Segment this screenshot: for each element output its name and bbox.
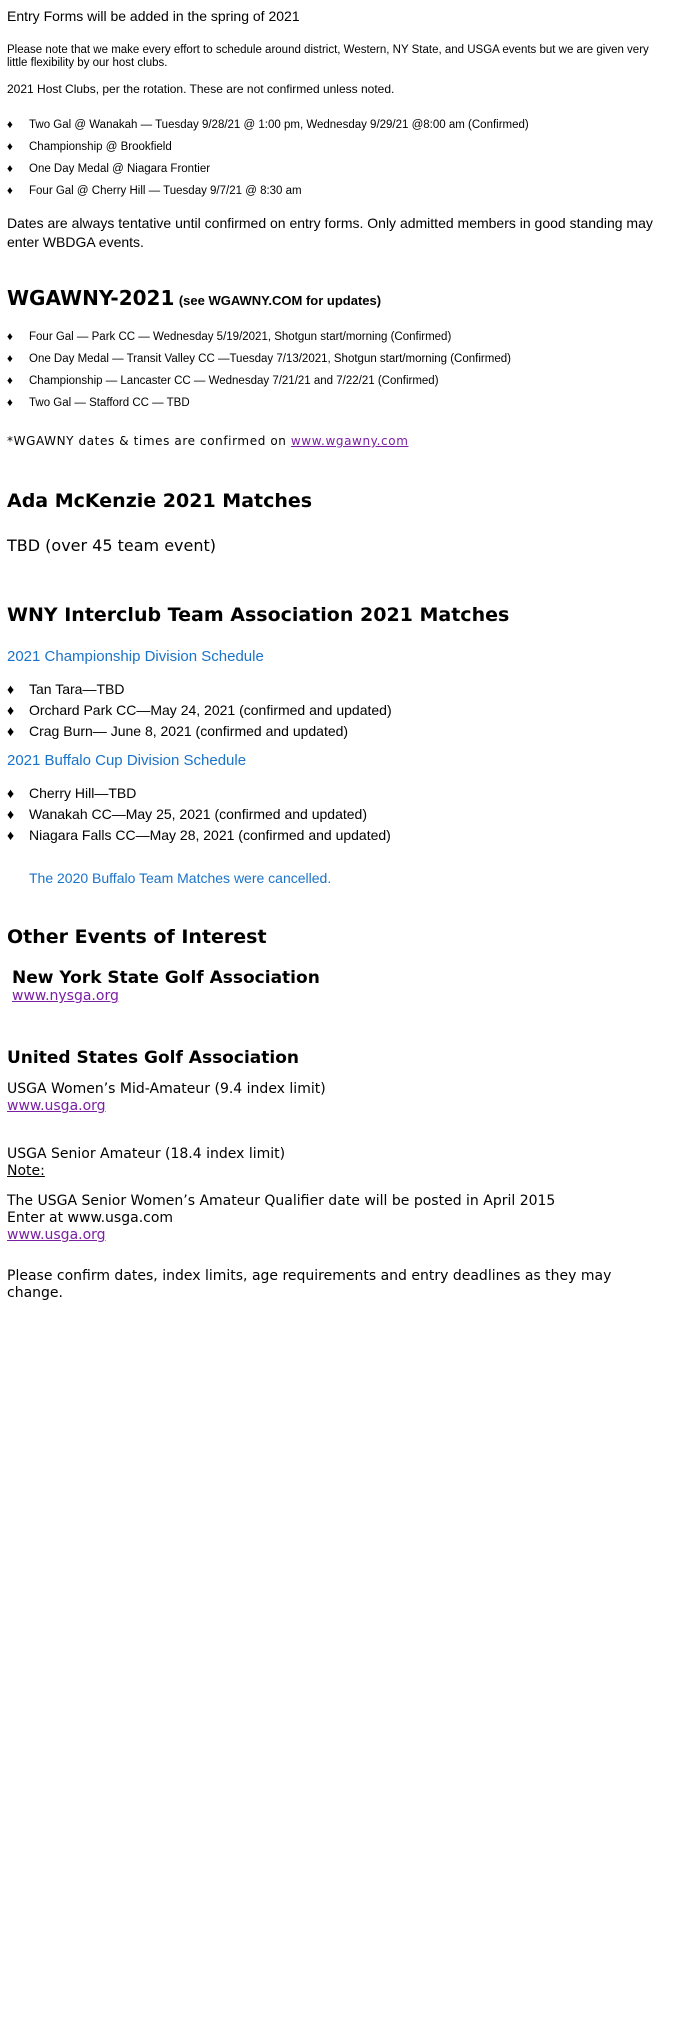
championship-division-title: 2021 Championship Division Schedule (7, 648, 264, 665)
list-item: ♦Four Gal @ Cherry Hill — Tuesday 9/7/21… (7, 180, 667, 202)
other-events-title: Other Events of Interest (7, 926, 267, 948)
list-item: ♦Two Gal — Stafford CC — TBD (7, 392, 667, 414)
interclub-title: WNY Interclub Team Association 2021 Matc… (7, 604, 510, 626)
bullet-icon: ♦ (7, 397, 13, 409)
entry-forms-notice: Entry Forms will be added in the spring … (7, 8, 300, 24)
nysga-title: New York State Golf Association (12, 968, 320, 988)
enter-at-text: Enter at www.usga.com (7, 1210, 174, 1226)
qualifier-text: The USGA Senior Women’s Amateur Qualifie… (7, 1193, 556, 1209)
tentative-dates-note: Dates are always tentative until confirm… (7, 215, 653, 250)
bullet-icon: ♦ (7, 119, 13, 131)
list-item: ♦Tan Tara—TBD (7, 679, 667, 700)
bullet-icon: ♦ (7, 185, 13, 197)
list-item: ♦Orchard Park CC—May 24, 2021 (confirmed… (7, 700, 667, 721)
usga-link-2[interactable]: www.usga.org (7, 1227, 106, 1243)
bullet-icon: ♦ (7, 375, 13, 387)
ada-title: Ada McKenzie 2021 Matches (7, 490, 313, 512)
list-item: ♦Niagara Falls CC—May 28, 2021 (confirme… (7, 825, 667, 846)
usga-link[interactable]: www.usga.org (7, 1098, 106, 1114)
wgawny-subtitle: (see WGAWNY.COM for updates) (178, 293, 382, 308)
wgawny-confirm-note: *WGAWNY dates & times are confirmed on w… (7, 434, 409, 448)
note-label: Note: (7, 1163, 45, 1179)
bullet-icon: ♦ (7, 723, 15, 739)
ada-tbd-text: TBD (over 45 team event) (7, 536, 217, 555)
list-item: ♦Championship — Lancaster CC — Wednesday… (7, 370, 667, 392)
wgawny-heading: WGAWNY-2021 (see WGAWNY.COM for updates) (7, 286, 381, 310)
bullet-icon: ♦ (7, 331, 13, 343)
mid-amateur-text: USGA Women’s Mid-Amateur (9.4 index limi… (7, 1081, 326, 1097)
wgawny-events-list: ♦Four Gal — Park CC — Wednesday 5/19/202… (7, 326, 667, 414)
confirm-dates-note: Please confirm dates, index limits, age … (7, 1268, 612, 1301)
bullet-icon: ♦ (7, 681, 15, 697)
schedule-note: Please note that we make every effort to… (7, 44, 649, 69)
wgawny-title: WGAWNY-2021 (7, 286, 175, 310)
host-club-events-list: ♦Two Gal @ Wanakah — Tuesday 9/28/21 @ 1… (7, 114, 667, 202)
list-item: ♦Crag Burn— June 8, 2021 (confirmed and … (7, 721, 667, 742)
bullet-icon: ♦ (7, 353, 13, 365)
list-item: ♦Wanakah CC—May 25, 2021 (confirmed and … (7, 804, 667, 825)
cancelled-notice: The 2020 Buffalo Team Matches were cance… (29, 870, 332, 886)
bullet-icon: ♦ (7, 785, 15, 801)
host-clubs-note: 2021 Host Clubs, per the rotation. These… (7, 82, 395, 96)
usga-title: United States Golf Association (7, 1048, 299, 1068)
list-item: ♦One Day Medal — Transit Valley CC —Tues… (7, 348, 667, 370)
bullet-icon: ♦ (7, 163, 13, 175)
bullet-icon: ♦ (7, 141, 13, 153)
list-item: ♦Cherry Hill—TBD (7, 783, 667, 804)
list-item: ♦Four Gal — Park CC — Wednesday 5/19/202… (7, 326, 667, 348)
list-item: ♦One Day Medal @ Niagara Frontier (7, 158, 667, 180)
list-item: ♦Two Gal @ Wanakah — Tuesday 9/28/21 @ 1… (7, 114, 667, 136)
championship-events-list: ♦Tan Tara—TBD ♦Orchard Park CC—May 24, 2… (7, 679, 667, 742)
wgawny-link[interactable]: www.wgawny.com (290, 434, 409, 448)
nysga-link[interactable]: www.nysga.org (12, 988, 119, 1004)
buffalo-cup-events-list: ♦Cherry Hill—TBD ♦Wanakah CC—May 25, 202… (7, 783, 667, 846)
senior-amateur-text: USGA Senior Amateur (18.4 index limit) (7, 1146, 286, 1162)
bullet-icon: ♦ (7, 806, 15, 822)
list-item: ♦Championship @ Brookfield (7, 136, 667, 158)
bullet-icon: ♦ (7, 827, 15, 843)
buffalo-cup-division-title: 2021 Buffalo Cup Division Schedule (7, 752, 247, 769)
bullet-icon: ♦ (7, 702, 15, 718)
